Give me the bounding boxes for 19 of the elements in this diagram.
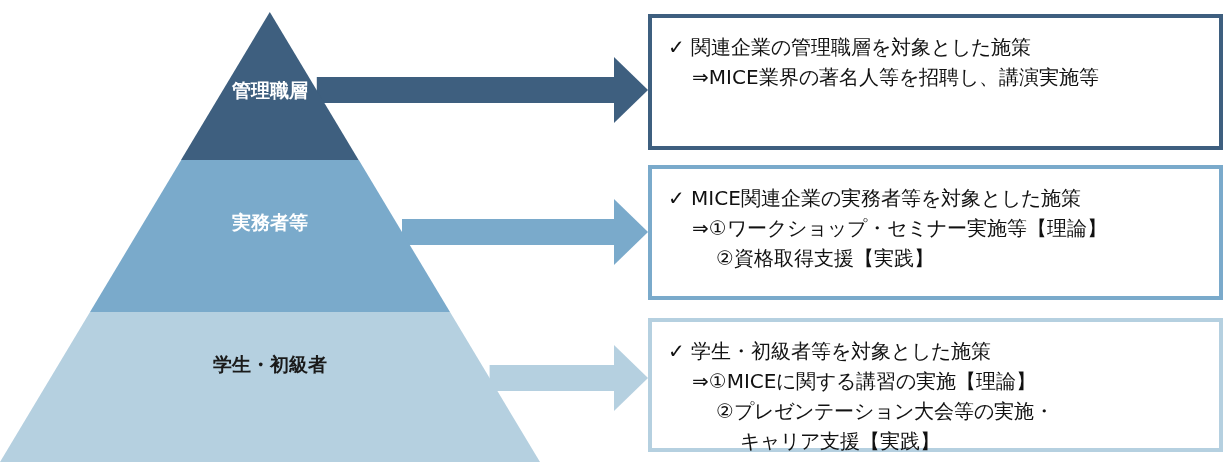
tier-label: 学生・初級者	[212, 352, 328, 377]
measure-text: ②プレゼンテーション大会等の実施・キャリア支援【実践】	[715, 398, 1055, 455]
heading-text: ✓ 学生・初級者等を対象とした施策	[668, 338, 993, 365]
arrow	[489, 345, 648, 411]
arrow	[316, 57, 648, 123]
measure-text: ⇒①ワークショップ・セミナー実施等【理論】	[691, 215, 1108, 242]
measure-text: ②資格取得支援【実践】	[715, 245, 935, 272]
measure-text: ⇒MICE業界の著名人等を招聘し、講演実施等	[691, 64, 1100, 91]
pyramid-tier	[90, 160, 450, 312]
heading-text: ✓ MICE関連企業の実務者等を対象とした施策	[668, 185, 1082, 212]
tier-label: 実務者等	[231, 210, 309, 235]
measure-box	[648, 318, 1223, 452]
pyramid-tier	[0, 312, 540, 462]
measure-box	[648, 14, 1223, 150]
heading-text: ✓ 関連企業の管理職層を対象とした施策	[668, 34, 1033, 61]
tier-label: 管理職層	[231, 78, 309, 103]
arrow	[402, 199, 648, 265]
measure-box	[648, 165, 1223, 300]
measure-text: ⇒①MICEに関する講習の実施【理論】	[691, 368, 1038, 395]
